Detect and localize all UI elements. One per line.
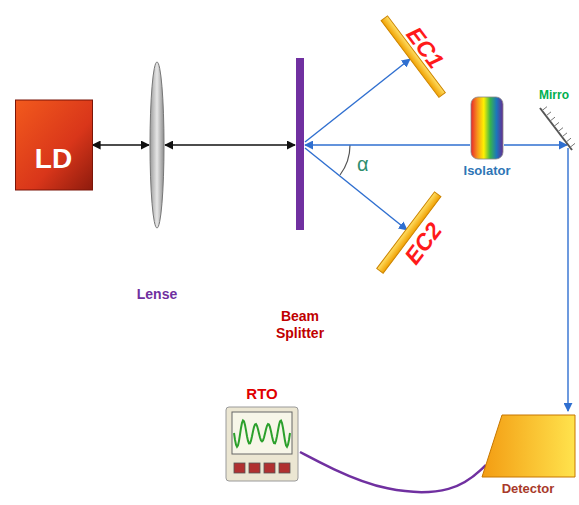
component-label: LD — [35, 142, 72, 176]
light-beam — [504, 144, 567, 145]
oscilloscope: RTO — [222, 385, 302, 485]
light-beam — [165, 144, 295, 145]
beam-splitter-shape — [265, 58, 335, 230]
external-cavity: EC2 — [377, 192, 464, 290]
component-label: Beam Splitter — [265, 308, 335, 342]
optical-isolator: Isolator — [452, 97, 522, 187]
component-label: Isolator — [464, 163, 511, 179]
mirror: Mirro — [532, 86, 576, 156]
component-label: EC2 — [399, 218, 448, 270]
light-beam — [305, 144, 470, 145]
light-beam — [567, 148, 568, 411]
lens-shape — [140, 60, 174, 230]
optical-isolator-shape — [452, 97, 522, 159]
light-beam — [305, 148, 407, 230]
component-label: Detector — [502, 481, 555, 497]
component-label: EC1 — [400, 22, 449, 74]
signal-cable — [300, 452, 486, 492]
photodetector: Detector — [478, 413, 578, 501]
beam-splitter: Beam Splitter — [262, 58, 338, 348]
laser-diode: LD — [15, 100, 92, 190]
component-label: Lense — [137, 286, 177, 303]
angle-symbol: α — [357, 153, 369, 176]
light-beam — [305, 59, 410, 142]
component-label: RTO — [246, 385, 277, 403]
angle-arc — [340, 145, 350, 175]
photodetector-shape — [478, 413, 578, 479]
lens: Lense — [134, 60, 180, 310]
external-cavity: EC1 — [380, 1, 465, 98]
light-beam — [93, 144, 150, 145]
component-label: Mirro — [539, 88, 569, 102]
